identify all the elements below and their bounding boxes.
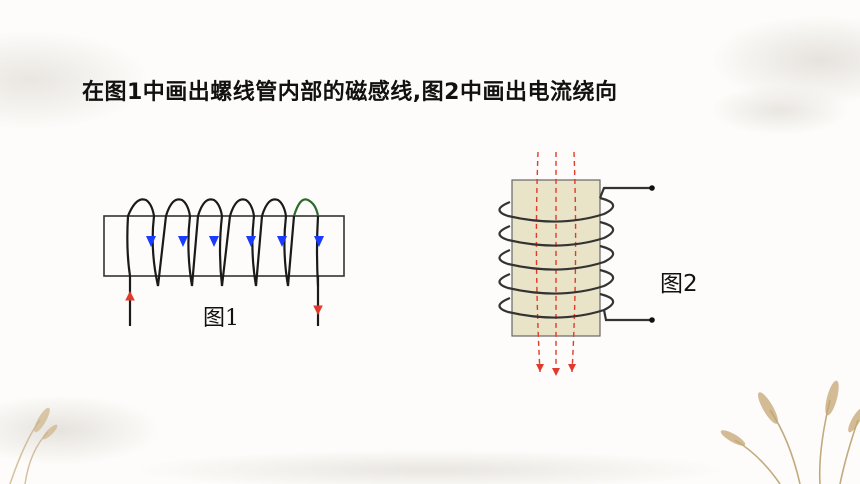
- figure1-current-arrows: [125, 290, 323, 316]
- figure2-terminal-bottom: [649, 317, 655, 323]
- page-title: 在图1中画出螺线管内部的磁感线,图2中画出电流绕向: [82, 80, 618, 105]
- figure2-terminal-top: [649, 185, 655, 191]
- figure2-core: [511, 179, 601, 337]
- figure1-coil: [126, 198, 320, 326]
- figure1-label: 图1: [203, 306, 239, 331]
- figure2-label: 图2: [660, 271, 698, 297]
- figure2-field-arrows: [536, 364, 576, 376]
- figure1-field-arrows: [146, 236, 324, 247]
- figure2-coil: [498, 186, 650, 322]
- figure2-field-lines: [535, 151, 577, 376]
